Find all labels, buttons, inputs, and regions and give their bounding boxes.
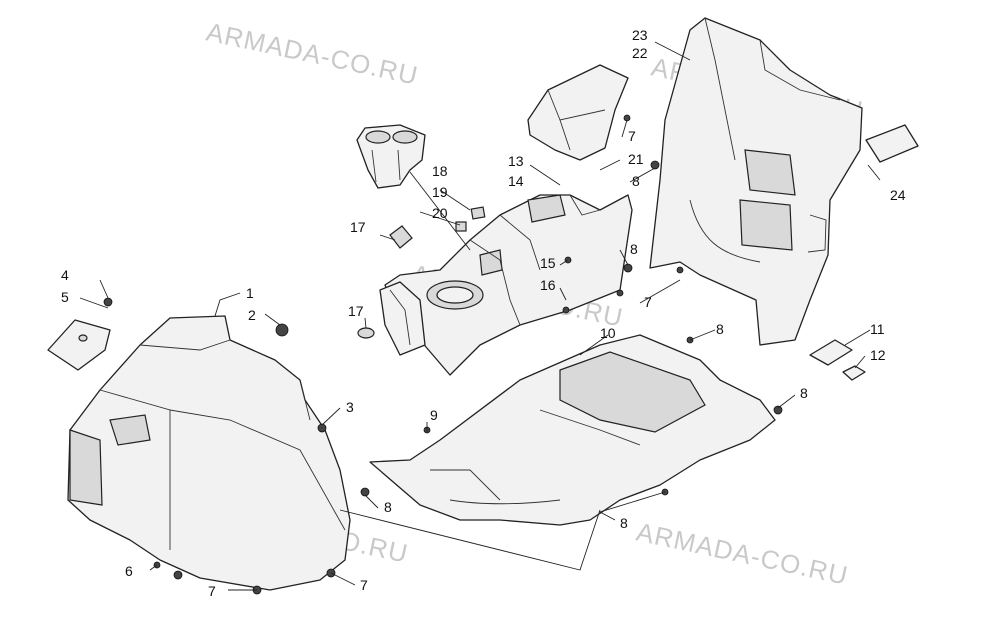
part-13-console bbox=[384, 194, 633, 376]
part-18-cupholder bbox=[356, 124, 426, 189]
callout-19: 19 bbox=[432, 184, 448, 200]
callout-17-b: 17 bbox=[348, 303, 364, 319]
part-22-cover bbox=[527, 64, 629, 161]
callout-2: 2 bbox=[248, 307, 256, 323]
part-17-bracket bbox=[379, 281, 426, 356]
callout-7-b: 7 bbox=[360, 577, 368, 593]
callout-8-a: 8 bbox=[384, 499, 392, 515]
callout-7-a: 7 bbox=[208, 583, 216, 599]
leader-lines bbox=[79, 41, 881, 591]
callout-17-a: 17 bbox=[350, 219, 366, 235]
part-10-floor bbox=[369, 334, 776, 526]
callout-15: 15 bbox=[540, 255, 556, 271]
callout-7-c: 7 bbox=[628, 128, 636, 144]
callout-14: 14 bbox=[508, 173, 524, 189]
watermark-5: ARMADA-CO.RU bbox=[634, 517, 851, 591]
callout-16: 16 bbox=[540, 277, 556, 293]
parts-11-12 bbox=[809, 339, 866, 381]
callout-8-e: 8 bbox=[800, 385, 808, 401]
part-24-plate bbox=[865, 124, 919, 163]
callout-13: 13 bbox=[508, 153, 524, 169]
callout-labels: 4 5 1 2 3 6 7 7 8 9 10 17 17 18 19 20 13… bbox=[61, 27, 906, 599]
callout-20: 20 bbox=[432, 205, 448, 221]
part-23-rear-panel bbox=[649, 17, 863, 346]
callout-8-f: 8 bbox=[620, 515, 628, 531]
callout-6: 6 bbox=[125, 563, 133, 579]
part-1-front-panel bbox=[67, 315, 351, 591]
callout-11: 11 bbox=[870, 321, 885, 337]
callout-23: 23 bbox=[632, 27, 648, 43]
callout-4: 4 bbox=[61, 267, 69, 283]
callout-7-d: 7 bbox=[644, 294, 652, 310]
callout-21: 21 bbox=[628, 151, 644, 167]
callout-10: 10 bbox=[600, 325, 616, 341]
callout-8-d: 8 bbox=[716, 321, 724, 337]
callout-24: 24 bbox=[890, 187, 906, 203]
callout-5: 5 bbox=[61, 289, 69, 305]
parts-19-20 bbox=[455, 206, 486, 232]
watermark-1: ARMADA-CO.RU bbox=[204, 17, 421, 91]
callout-8-c: 8 bbox=[630, 241, 638, 257]
callout-18: 18 bbox=[432, 163, 448, 179]
callout-1: 1 bbox=[246, 285, 254, 301]
callout-3: 3 bbox=[346, 399, 354, 415]
callout-8-b: 8 bbox=[632, 173, 640, 189]
part-5-bracket bbox=[47, 319, 111, 371]
callout-22: 22 bbox=[632, 45, 648, 61]
callout-9: 9 bbox=[430, 407, 438, 423]
callout-12: 12 bbox=[870, 347, 886, 363]
